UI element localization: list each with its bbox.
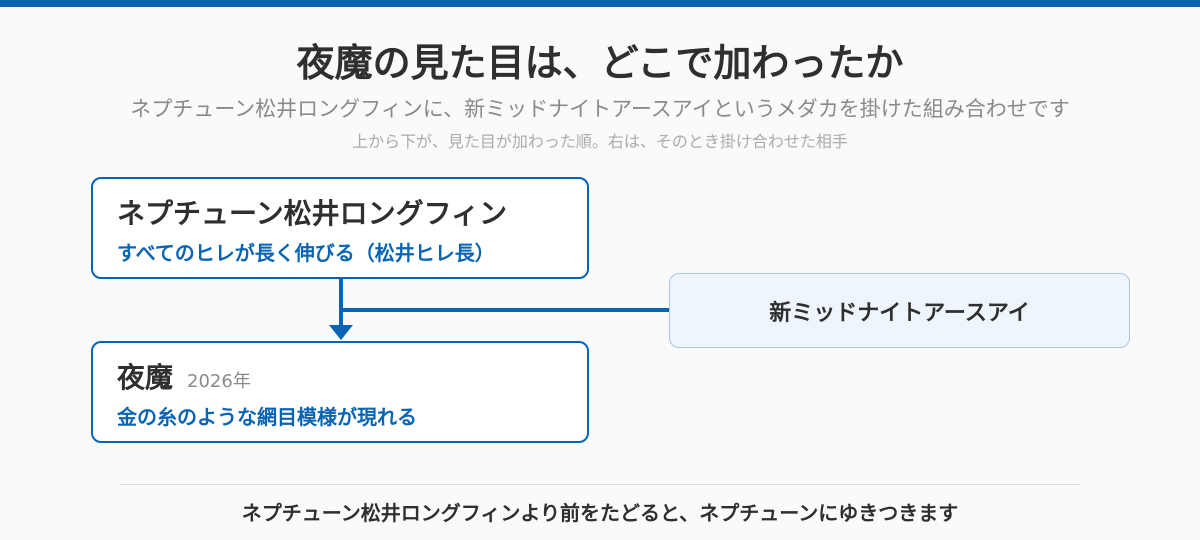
parent-strain-trait: すべてのヒレが長く伸びる（松井ヒレ長） <box>117 241 495 265</box>
parent-strain-box: ネプチューン松井ロングフィン すべてのヒレが長く伸びる（松井ヒレ長） <box>91 177 589 279</box>
result-strain-year: 2026年 <box>187 371 251 392</box>
descent-arrowhead <box>329 325 353 340</box>
diagram-caption: 上から下が、見た目が加わった順。右は、そのとき掛け合わせた相手 <box>352 132 848 151</box>
result-strain-trait: 金の糸のような網目模様が現れる <box>117 405 417 429</box>
footer-divider <box>120 484 1080 485</box>
result-strain-box: 夜魔 2026年 金の糸のような網目模様が現れる <box>91 341 589 443</box>
footer-note: ネプチューン松井ロングフィンより前をたどると、ネプチューンにゆきつきます <box>241 501 959 525</box>
top-accent-bar <box>0 0 1200 7</box>
result-strain-heading: 夜魔 2026年 <box>117 359 251 401</box>
mate-strain-name: 新ミッドナイトアースアイ <box>769 300 1030 326</box>
page-subtitle: ネプチューン松井ロングフィンに、新ミッドナイトアースアイというメダカを掛けた組み… <box>130 97 1070 121</box>
result-strain-name: 夜魔 <box>117 361 174 394</box>
page-title: 夜魔の見た目は、どこで加わったか <box>296 41 904 85</box>
mate-strain-box: 新ミッドナイトアースアイ <box>669 273 1130 348</box>
parent-strain-name: ネプチューン松井ロングフィン <box>117 197 508 230</box>
